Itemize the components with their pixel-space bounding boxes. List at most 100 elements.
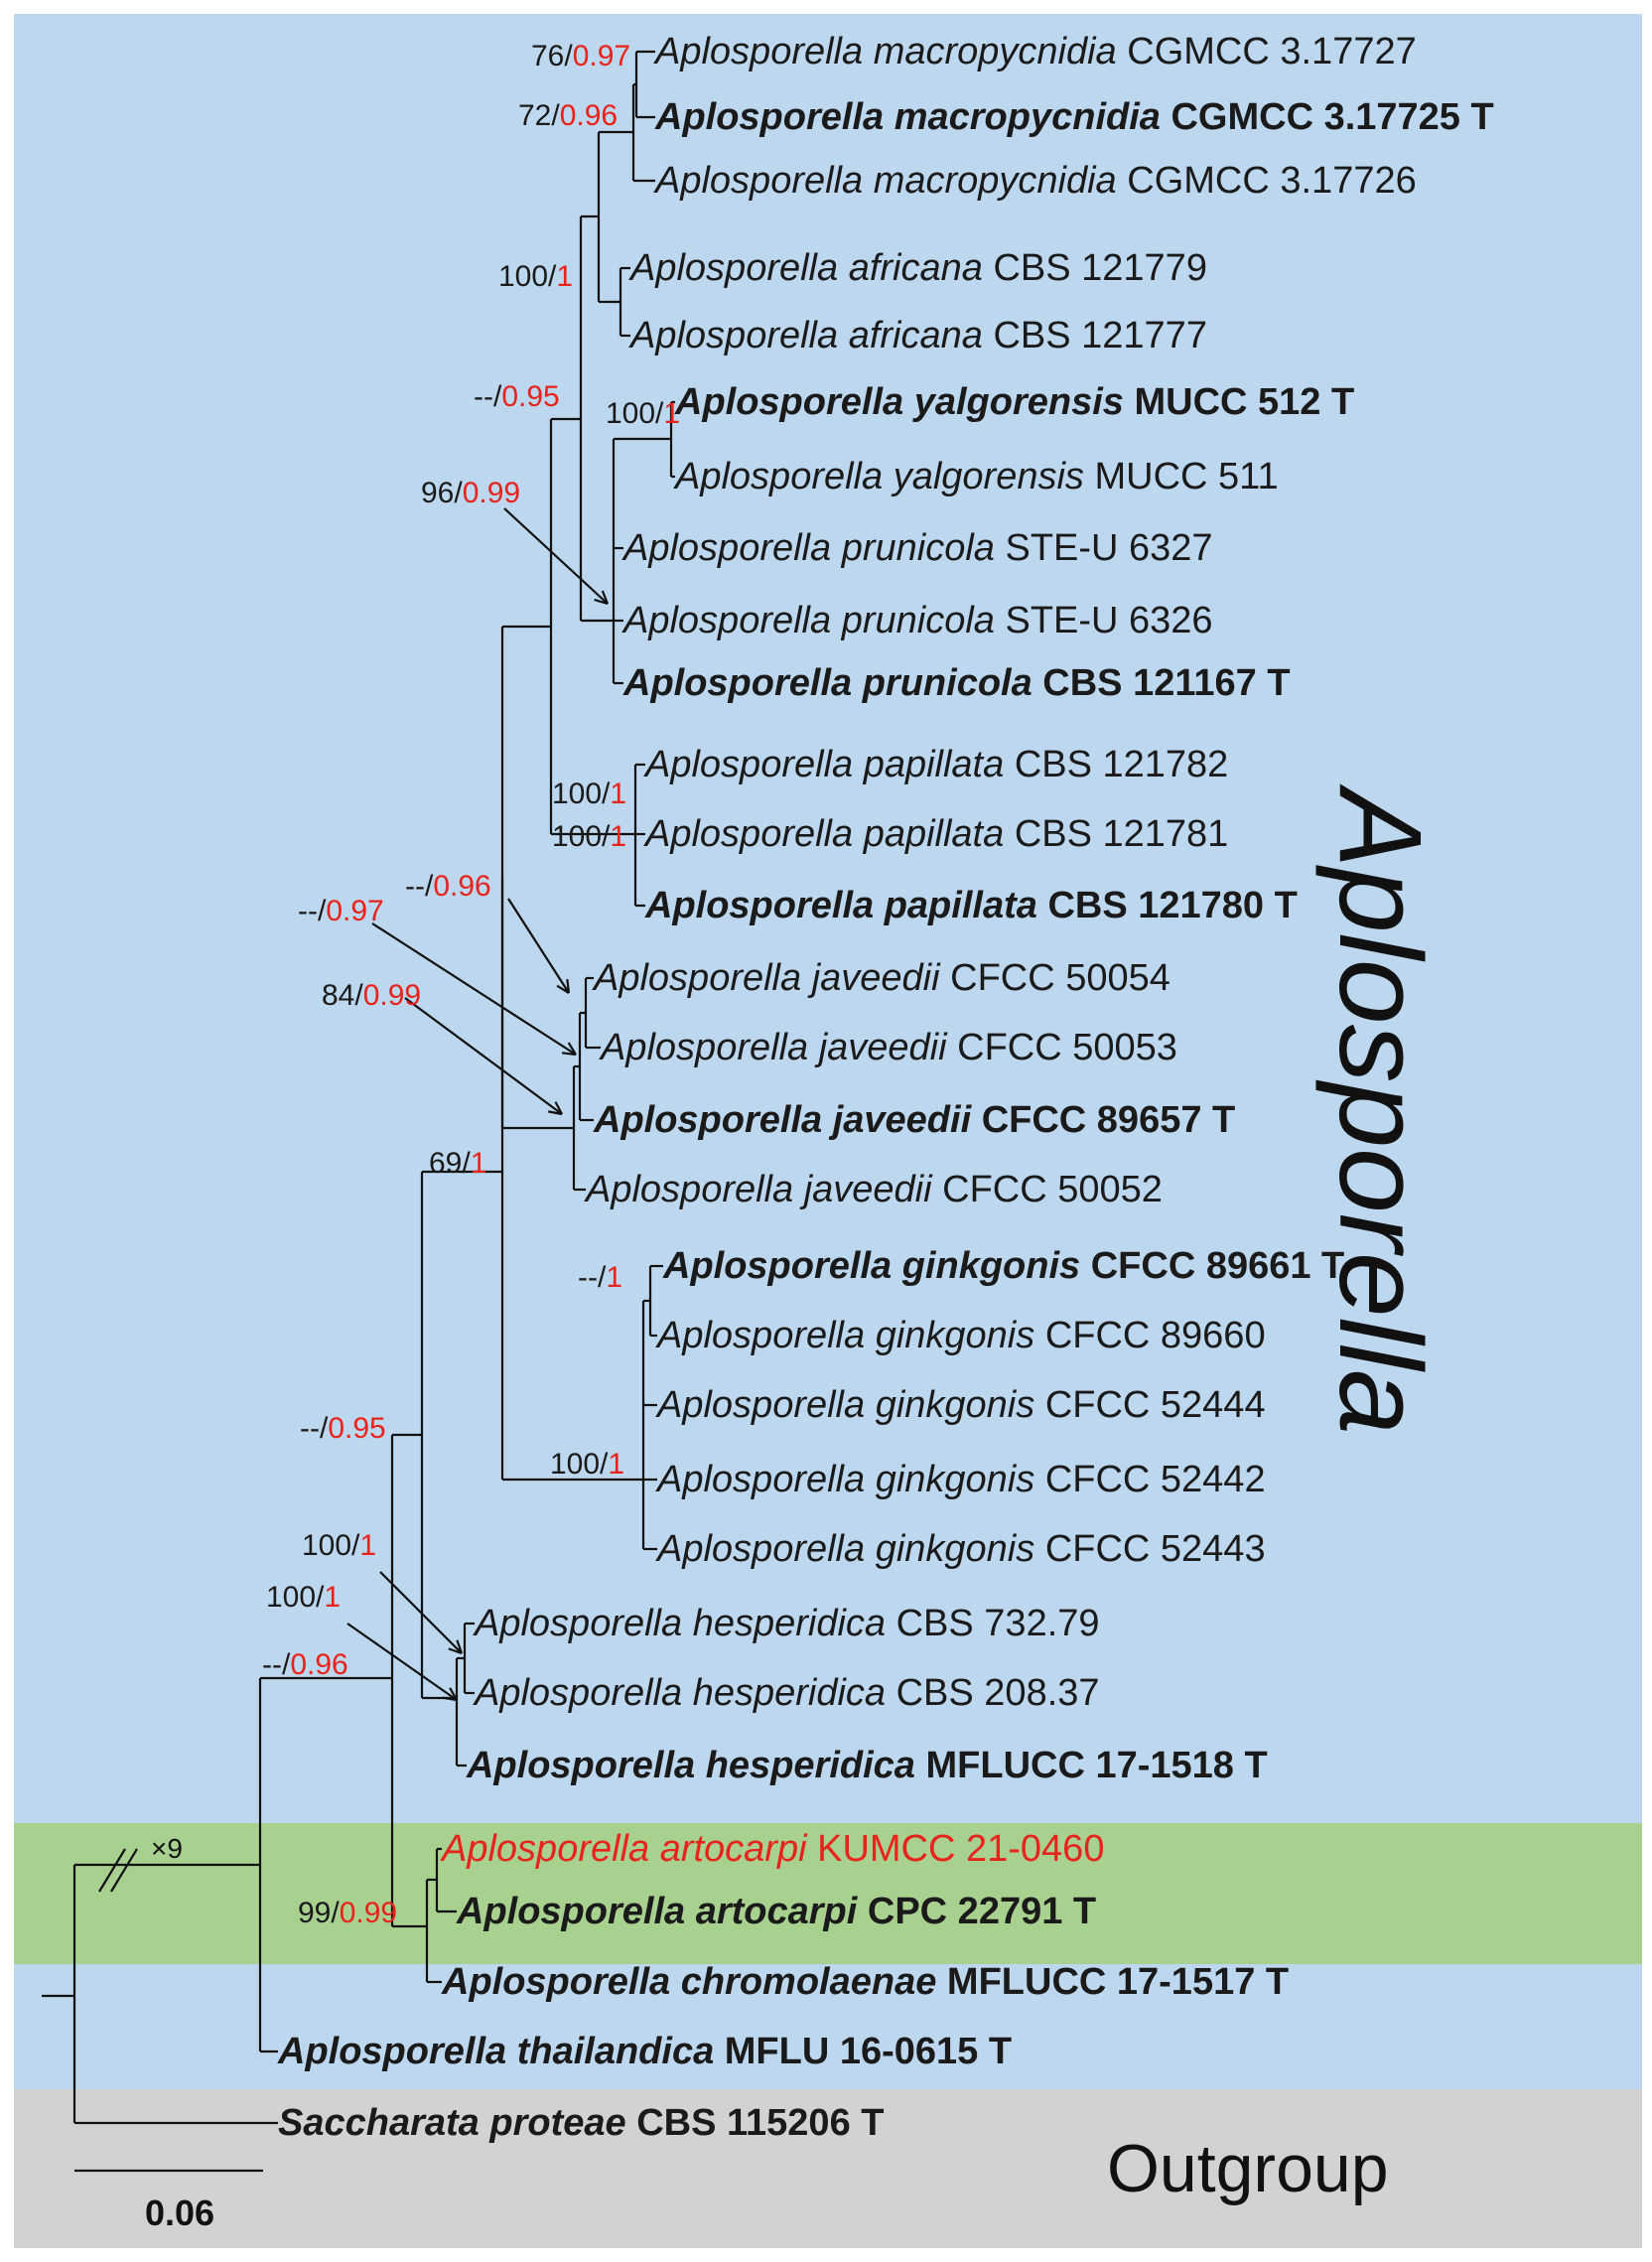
support-value: --/0.95 — [474, 380, 560, 414]
taxon-label: Aplosporella africana CBS 121779 — [630, 245, 1207, 291]
branch-break-mark-a — [98, 1848, 126, 1893]
taxon-strain: CFCC 50053 — [957, 1027, 1177, 1068]
bayesian-probability: 1 — [556, 260, 574, 293]
taxon-strain: CBS 732.79 — [895, 1603, 1100, 1644]
bayesian-probability: 0.96 — [433, 870, 491, 903]
scale-bar-label: 0.06 — [145, 2192, 215, 2233]
bayesian-probability: 1 — [608, 1448, 625, 1481]
bayesian-probability: 1 — [470, 1147, 487, 1180]
pointer-arrow-prunicola — [503, 507, 609, 605]
ml-bootstrap: --/ — [298, 895, 327, 927]
support-value: 96/0.99 — [421, 477, 520, 510]
taxon-label: Aplosporella ginkgonis CFCC 52442 — [657, 1457, 1266, 1502]
taxon-strain: CBS 121781 — [1014, 813, 1229, 855]
support-value: 72/0.96 — [518, 99, 618, 133]
taxon-strain: CPC 22791 T — [867, 1891, 1097, 1932]
taxon-label: Aplosporella papillata CBS 121780 T — [645, 883, 1298, 928]
taxon-strain: MFLUCC 17-1518 T — [925, 1745, 1268, 1786]
taxon-species: africana — [838, 247, 994, 289]
ml-bootstrap: 84/ — [322, 979, 363, 1012]
bayesian-probability: 0.99 — [362, 979, 422, 1012]
branch-break-mark-b — [110, 1848, 138, 1893]
support-value: 100/1 — [498, 260, 573, 294]
pointer-arrow-prunicola-head-a — [594, 598, 609, 606]
taxon-species: proteae — [479, 2102, 637, 2144]
taxon-species: artocarpi — [649, 1828, 818, 1870]
taxon-strain: CFCC 52442 — [1044, 1459, 1266, 1500]
taxon-label: Aplosporella thailandica MFLU 16-0615 T — [278, 2029, 1012, 2074]
taxon-genus: Aplosporella — [675, 456, 884, 497]
taxon-genus: Aplosporella — [655, 160, 864, 202]
taxon-genus: Aplosporella — [601, 1027, 809, 1068]
taxon-strain: CBS 121779 — [993, 247, 1207, 289]
support-value: 100/1 — [550, 1448, 624, 1482]
taxon-label: Aplosporella prunicola CBS 121167 T — [623, 660, 1291, 706]
taxon-species: javeedii — [801, 957, 951, 999]
taxon-strain: STE-U 6327 — [1005, 527, 1213, 569]
taxon-species: hesperidica — [695, 1745, 926, 1786]
ml-bootstrap: 72/ — [518, 99, 560, 132]
support-value: 76/0.97 — [531, 40, 630, 73]
pointer-arrow-javeedii-a-head-a — [556, 984, 570, 994]
taxon-strain: CFCC 89661 T — [1090, 1245, 1345, 1287]
taxon-genus: Aplosporella — [655, 31, 864, 72]
pointer-arrow-hesperidica-a-head-b — [456, 1639, 464, 1654]
taxon-strain: CFCC 89657 T — [981, 1099, 1236, 1141]
ml-bootstrap: 96/ — [421, 477, 463, 509]
taxon-species: ginkgonis — [865, 1459, 1045, 1500]
taxon-genus: Aplosporella — [475, 1672, 683, 1714]
taxon-label: Aplosporella hesperidica MFLUCC 17-1518 … — [467, 1743, 1268, 1788]
ml-bootstrap: 100/ — [552, 778, 611, 810]
taxon-label: Aplosporella javeedii CFCC 89657 T — [594, 1097, 1235, 1143]
support-value: --/0.96 — [262, 1648, 348, 1682]
taxon-genus: Aplosporella — [586, 1169, 794, 1210]
taxon-label: Aplosporella papillata CBS 121782 — [645, 742, 1228, 787]
taxon-species: ginkgonis — [865, 1315, 1045, 1356]
taxon-genus: Aplosporella — [623, 662, 853, 704]
taxon-species: macropycnidia — [884, 96, 1171, 138]
taxon-species: macropycnidia — [863, 31, 1128, 72]
taxon-species: javeedii — [793, 1169, 943, 1210]
pointer-arrow-hesperidica-b-head-b — [449, 1687, 458, 1701]
taxon-label: Aplosporella macropycnidia CGMCC 3.17727 — [655, 29, 1417, 74]
pointer-arrow-hesperidica-a — [379, 1571, 463, 1654]
ml-bootstrap: 100/ — [550, 1448, 609, 1481]
taxon-strain: MUCC 511 — [1094, 456, 1279, 497]
ml-bootstrap: 100/ — [552, 820, 611, 853]
taxon-label: Aplosporella artocarpi CPC 22791 T — [457, 1889, 1096, 1934]
taxon-species: yalgorensis — [883, 456, 1095, 497]
bayesian-probability: 0.99 — [339, 1897, 398, 1929]
taxon-label: Aplosporella hesperidica CBS 208.37 — [475, 1670, 1100, 1716]
taxon-strain: CBS 121780 T — [1047, 885, 1298, 926]
support-value: 100/1 — [552, 778, 626, 811]
taxon-strain: CBS 208.37 — [895, 1672, 1100, 1714]
taxon-genus: Aplosporella — [657, 1315, 866, 1356]
taxon-label: Aplosporella ginkgonis CFCC 52443 — [657, 1526, 1266, 1572]
new-isolate-highlight-band — [14, 1823, 1642, 1964]
clade-label-aplosporella: Aplosporella — [1314, 789, 1446, 1435]
taxon-strain: CFCC 52443 — [1044, 1528, 1266, 1570]
taxon-strain: CGMCC 3.17727 — [1127, 31, 1417, 72]
taxon-species: thailandica — [506, 2031, 725, 2072]
taxon-species: artocarpi — [685, 1891, 868, 1932]
taxon-species: yalgorensis — [903, 381, 1135, 423]
taxon-label: Aplosporella yalgorensis MUCC 512 T — [675, 379, 1354, 425]
taxon-strain: CBS 115206 T — [636, 2102, 885, 2144]
pointer-arrow-hesperidica-b-head-a — [443, 1696, 458, 1702]
taxon-genus: Aplosporella — [657, 1528, 866, 1570]
taxon-strain: MFLUCC 17-1517 T — [946, 1961, 1290, 2003]
taxon-species: ginkgonis — [865, 1528, 1045, 1570]
taxon-strain: CGMCC 3.17726 — [1127, 160, 1417, 202]
taxon-strain: CFCC 89660 — [1044, 1315, 1266, 1356]
taxon-species: javeedii — [822, 1099, 982, 1141]
support-value: 100/1 — [552, 820, 626, 854]
taxon-label: Aplosporella javeedii CFCC 50052 — [586, 1167, 1163, 1212]
pointer-arrow-hesperidica-a-head-a — [448, 1647, 463, 1655]
bayesian-probability: 1 — [663, 397, 681, 430]
bayesian-probability: 0.95 — [328, 1412, 386, 1445]
taxon-genus: Aplosporella — [645, 744, 854, 785]
taxon-strain: CFCC 52444 — [1044, 1384, 1266, 1426]
bayesian-probability: 1 — [606, 1261, 623, 1294]
taxon-genus: Aplosporella — [630, 247, 839, 289]
